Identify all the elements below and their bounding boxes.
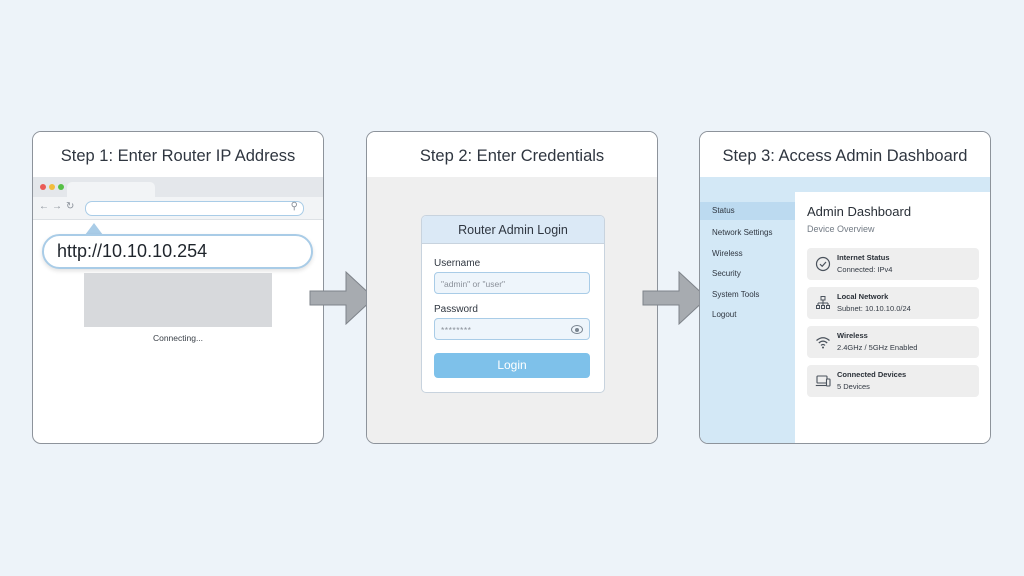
sidebar-item-system-tools[interactable]: System Tools	[712, 290, 760, 299]
dashboard-title: Admin Dashboard	[807, 204, 912, 219]
sidebar-item-logout[interactable]: Logout	[712, 310, 737, 319]
eye-icon[interactable]	[571, 325, 583, 334]
check-circle-icon	[815, 256, 831, 272]
card-title: Connected Devices	[837, 370, 907, 379]
devices-icon	[815, 375, 831, 387]
username-input[interactable]: "admin" or "user"	[434, 272, 590, 294]
browser-tab[interactable]	[67, 182, 155, 197]
sidebar-item-security[interactable]: Security	[712, 269, 741, 278]
minimize-dot-icon[interactable]	[49, 184, 55, 190]
back-arrow-icon[interactable]: ←	[39, 201, 49, 212]
login-title: Router Admin Login	[422, 216, 604, 244]
login-card: Router Admin Login Username "admin" or "…	[421, 215, 605, 393]
dashboard-page: Status Network Settings Wireless Securit…	[700, 177, 990, 443]
wireless-card[interactable]: Wireless 2.4GHz / 5GHz Enabled	[807, 326, 979, 358]
dashboard-subtitle: Device Overview	[807, 224, 875, 234]
dashboard-main: Admin Dashboard Device Overview Internet…	[795, 192, 990, 443]
connecting-status: Connecting...	[152, 333, 204, 343]
password-input[interactable]: ********	[434, 318, 590, 340]
card-detail: Connected: IPv4	[837, 265, 893, 274]
card-title: Local Network	[837, 292, 889, 301]
login-page: Router Admin Login Username "admin" or "…	[367, 177, 657, 443]
username-label: Username	[434, 258, 481, 269]
login-button[interactable]: Login	[434, 353, 590, 378]
card-title: Wireless	[837, 331, 868, 340]
sidebar-item-network-settings[interactable]: Network Settings	[712, 228, 773, 237]
reload-icon[interactable]: ↻	[66, 201, 75, 212]
password-value: ********	[441, 325, 472, 335]
arrow-right-icon	[309, 271, 375, 325]
page-loading-placeholder	[84, 273, 272, 327]
password-label: Password	[434, 304, 478, 315]
sidebar-item-status[interactable]: Status	[700, 202, 795, 220]
browser-window: ← → ↻ ⚲ http://10.10.10.254 Connecting..…	[33, 177, 323, 443]
card-detail: 5 Devices	[837, 382, 870, 391]
wifi-icon	[816, 337, 830, 349]
internet-status-card[interactable]: Internet Status Connected: IPv4	[807, 248, 979, 280]
card-detail: 2.4GHz / 5GHz Enabled	[837, 343, 918, 352]
connected-devices-card[interactable]: Connected Devices 5 Devices	[807, 365, 979, 397]
sidebar-item-wireless[interactable]: Wireless	[712, 249, 743, 258]
maximize-dot-icon[interactable]	[58, 184, 64, 190]
card-title: Internet Status	[837, 253, 890, 262]
address-bar[interactable]: ⚲	[85, 201, 304, 216]
dashboard-top-bar	[700, 177, 990, 192]
dashboard-sidebar: Status Network Settings Wireless Securit…	[700, 192, 795, 443]
step-2-panel: Step 2: Enter Credentials Router Admin L…	[366, 131, 658, 444]
browser-tab-strip	[33, 177, 323, 197]
network-icon	[816, 296, 830, 309]
step-1-title: Step 1: Enter Router IP Address	[33, 132, 323, 178]
forward-arrow-icon[interactable]: →	[52, 201, 62, 212]
callout-pointer	[85, 223, 103, 235]
close-dot-icon[interactable]	[40, 184, 46, 190]
step-3-title: Step 3: Access Admin Dashboard	[700, 132, 990, 178]
step-1-panel: Step 1: Enter Router IP Address ← → ↻ ⚲ …	[32, 131, 324, 444]
url-callout: http://10.10.10.254	[42, 234, 313, 269]
local-network-card[interactable]: Local Network Subnet: 10.10.10.0/24	[807, 287, 979, 319]
arrow-right-icon	[642, 271, 708, 325]
browser-toolbar: ← → ↻ ⚲	[33, 197, 323, 220]
step-2-title: Step 2: Enter Credentials	[367, 132, 657, 178]
step-3-panel: Step 3: Access Admin Dashboard Status Ne…	[699, 131, 991, 444]
search-icon: ⚲	[290, 201, 298, 212]
card-detail: Subnet: 10.10.10.0/24	[837, 304, 911, 313]
